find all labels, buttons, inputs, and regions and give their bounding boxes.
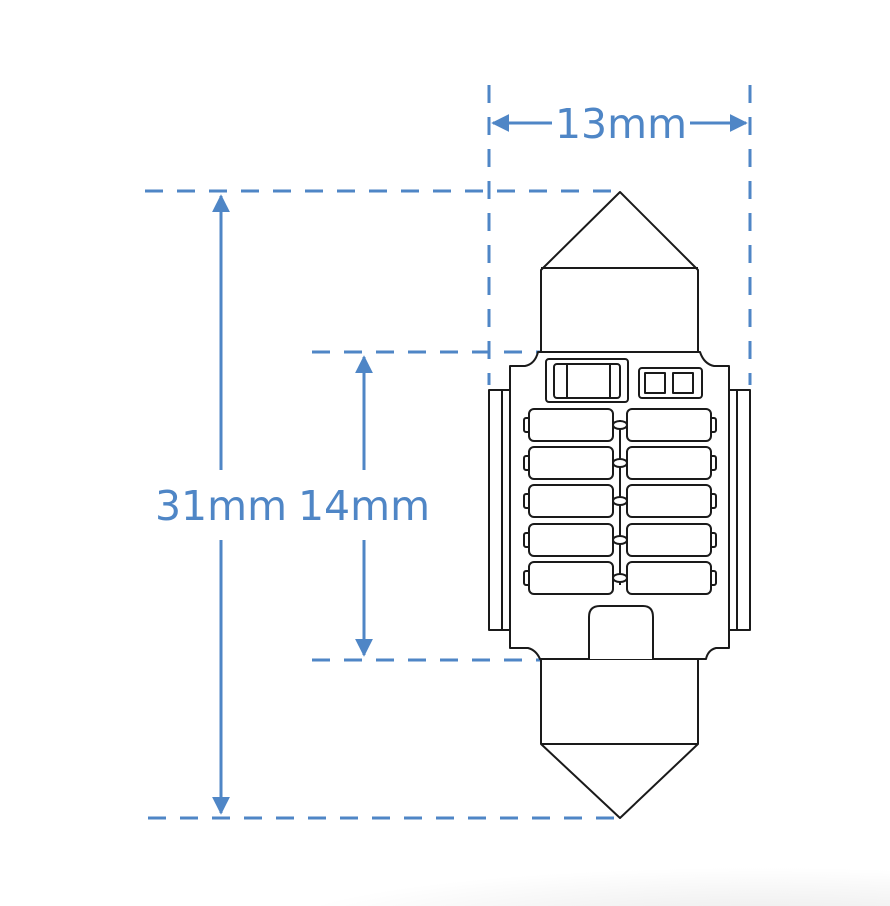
right-rail xyxy=(728,389,751,631)
extension-lines xyxy=(145,85,752,820)
led-chips xyxy=(523,408,717,595)
led-row-2 xyxy=(523,446,717,480)
led-row-5 xyxy=(523,561,717,595)
body-length-dimension: 14mm xyxy=(298,355,430,657)
led-row-3 xyxy=(523,484,717,518)
body-length-label: 14mm xyxy=(298,482,430,530)
width-dimension: 13mm xyxy=(491,100,748,148)
left-rail xyxy=(488,389,511,631)
led-row-1 xyxy=(523,408,717,442)
total-length-dimension: 31mm xyxy=(155,194,287,815)
top-cap xyxy=(540,191,699,352)
width-label: 13mm xyxy=(555,100,687,148)
bottom-cap xyxy=(540,660,699,819)
bottom-tab xyxy=(588,605,654,659)
led-row-4 xyxy=(523,523,717,557)
total-length-label: 31mm xyxy=(155,482,287,530)
